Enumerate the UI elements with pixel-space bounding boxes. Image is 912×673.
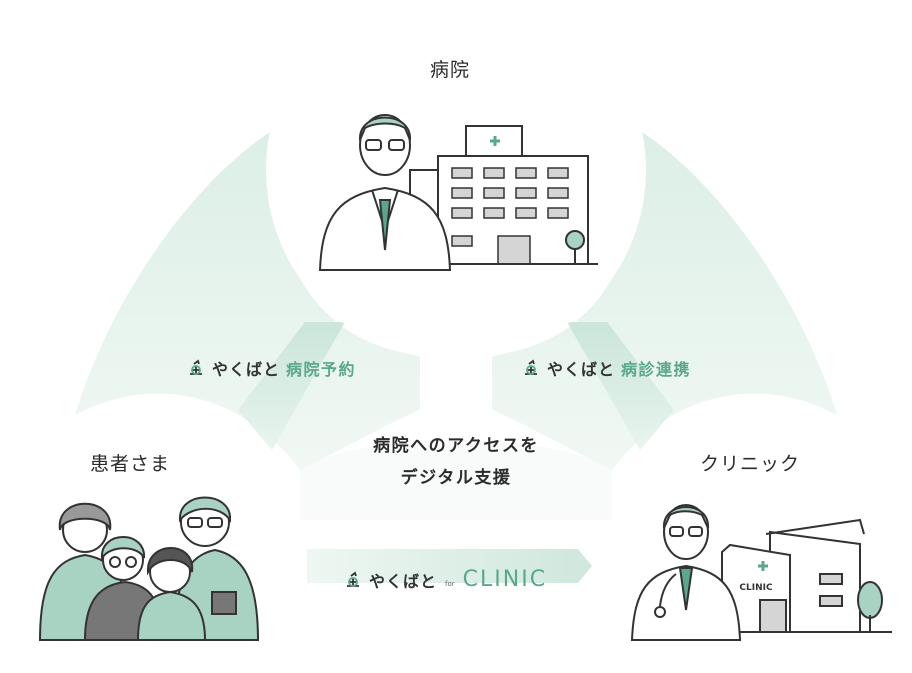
service-brand: やくばと [369, 571, 438, 591]
left-flow-fan [75, 132, 420, 470]
service-reservation: やくばと 病院予約 [186, 356, 356, 380]
service-clinic-label: CLINIC [462, 567, 548, 592]
clinic-sign: CLINIC [739, 583, 773, 593]
right-flow-fan [492, 132, 837, 470]
center-flow-area [300, 440, 612, 520]
yakubato-logo-icon [347, 571, 359, 587]
doctor-hospital-icon [318, 114, 452, 271]
right-diagonal-arrow [567, 322, 674, 450]
left-diagonal-arrow [238, 322, 345, 450]
service-name-reservation: 病院予約 [286, 360, 357, 379]
service-brand: やくばと [547, 360, 616, 379]
service-name-cooperation: 病診連携 [621, 360, 692, 379]
family-icon [38, 496, 260, 641]
yakubato-logo-icon [525, 359, 537, 375]
service-for-clinic: やくばと for CLINIC [343, 567, 547, 592]
clinic-title: クリニック [700, 453, 801, 475]
hospital-title: 病院 [430, 59, 471, 81]
service-cooperation: やくばと 病診連携 [521, 356, 691, 380]
clinic-building-icon: CLINIC [712, 518, 892, 633]
service-for-label: for [445, 580, 455, 588]
center-caption-line2: デジタル支援 [400, 468, 512, 488]
doctor-clinic-icon [630, 504, 742, 641]
center-caption: 病院へのアクセスを デジタル支援 [356, 430, 556, 494]
bottom-arrow [307, 549, 592, 583]
center-caption-line1: 病院へのアクセスを [373, 436, 539, 456]
patient-title: 患者さま [90, 453, 171, 475]
yakubato-logo-icon [190, 359, 202, 375]
service-brand: やくばと [212, 360, 281, 379]
